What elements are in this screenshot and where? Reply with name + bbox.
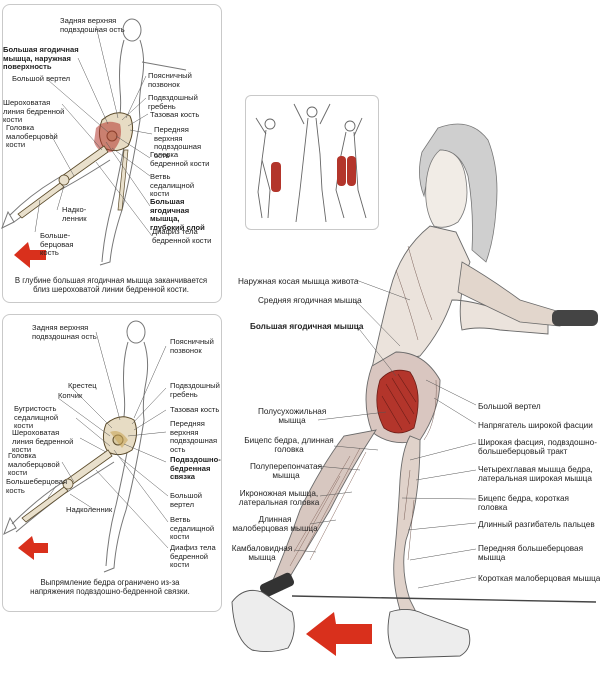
- panel-top-illustration: [1, 18, 187, 268]
- label-semitendinosus: Полусухожильная мышца: [258, 407, 327, 426]
- label-semimembranosus: Полуперепончатая мышца: [249, 462, 323, 481]
- label-top-rough-line: Шероховатая линия бедренной кости: [3, 98, 65, 125]
- label-mid-greater-trochanter: Большой вертел: [170, 491, 202, 509]
- label-top-fibula-head: Головка малоберцовой кости: [6, 123, 58, 150]
- cable-handle: [552, 310, 598, 326]
- label-gluteus-maximus: Большая ягодичная мышца: [250, 322, 364, 331]
- thumbnail-figures: [245, 95, 379, 230]
- gluteus-maximus-highlight: [376, 369, 419, 434]
- label-top-pelvic-bone: Тазовая кость: [150, 110, 200, 119]
- label-biceps-short: Бицепс бедра, короткая головка: [478, 494, 569, 513]
- label-gastrocnemius-lateral: Икроножная мышца, латеральная головка: [238, 489, 320, 508]
- label-mid-pelvic-bone: Тазовая кость: [170, 405, 220, 414]
- caption-top: В глубине большая ягодичная мышца заканч…: [14, 276, 208, 295]
- label-top-iliac-crest: Подвздошный гребень: [148, 93, 198, 111]
- direction-arrow-main: [306, 612, 372, 656]
- label-mid-rough-line: Шероховатая линия бедренной кости: [12, 428, 74, 455]
- label-peroneus-longus: Длинная малоберцовая мышца: [232, 515, 318, 534]
- label-iliotibial-tract: Широкая фасция, подвздошно-большеберцовы…: [478, 438, 597, 457]
- label-mid-posterior-iliac-spine: Задняя верхняя подвздошная ость: [32, 323, 97, 341]
- label-top-lumbar-vertebra: Поясничный позвонок: [148, 71, 192, 89]
- label-mid-ischial-tuberosity: Бугристость седалищной кости: [14, 404, 59, 431]
- label-top-anterior-iliac-spine: Передняя верхняя подвздошная ость: [154, 125, 202, 160]
- label-mid-iliofemoral-ligament: Подвздошно-бедренная связка: [170, 455, 221, 482]
- label-mid-femur-shaft: Диафиз тела бедренной кости: [170, 543, 216, 570]
- label-top-ischium-branch: Ветвь седалищной кости: [150, 172, 195, 199]
- label-top-greater-trochanter: Большой вертел: [12, 74, 71, 83]
- label-gluteus-medius: Средняя ягодичная мышца: [258, 296, 362, 305]
- label-mid-fibula-head: Головка малоберцовой кости: [8, 451, 60, 478]
- ankle-strap: [259, 572, 295, 598]
- label-soleus: Камбаловидная мышца: [231, 544, 293, 563]
- label-mid-patella: Надколенник: [66, 505, 113, 514]
- label-mid-sacrum: Крестец: [68, 381, 97, 390]
- cable-line: [291, 595, 597, 603]
- label-top-patella: Надко-ленник: [62, 205, 87, 223]
- label-mid-anterior-iliac-spine: Передняя верхняя подвздошная ость: [170, 419, 218, 454]
- hair-shape: [419, 123, 498, 263]
- label-top-gluteus-deep: Большая ягодичная мышца, глубокий слой: [150, 197, 205, 232]
- label-greater-trochanter-main: Большой вертел: [478, 402, 541, 411]
- label-biceps-long: Бицепс бедра, длинная головка: [244, 436, 334, 455]
- label-top-tibia: Больше-берцовая кость: [40, 231, 74, 258]
- label-mid-coccyx: Копчик: [58, 391, 83, 400]
- ligament-mid: [110, 431, 128, 448]
- front-shoe: [387, 609, 471, 659]
- gluteus-muscle-top: [94, 121, 121, 153]
- label-mid-iliac-crest: Подвздошный гребень: [170, 381, 220, 399]
- caption-mid: Выпрямление бедра ограничено из-за напря…: [30, 578, 190, 597]
- label-top-posterior-iliac-spine: Задняя верхняя подвздошная ость: [60, 16, 125, 34]
- label-top-gluteus-surface: Большая ягодичная мышца, наружная поверх…: [3, 45, 79, 72]
- label-tensor-fasciae-latae: Напрягатель широкой фасции: [478, 421, 593, 430]
- label-peroneus-brevis: Короткая малоберцовая мышца: [478, 574, 600, 583]
- face-outline: [425, 149, 468, 228]
- label-external-oblique: Наружная косая мышца живота: [238, 277, 359, 286]
- direction-arrow-mid: [18, 536, 48, 560]
- label-mid-tibia: Большеберцовая кость: [6, 477, 68, 495]
- direction-arrow-top: [14, 242, 46, 268]
- label-tibialis-anterior: Передняя большеберцовая мышца: [478, 544, 584, 563]
- label-top-femur-shaft: Диафиз тела бедренной кости: [152, 227, 212, 245]
- torso-outline: [371, 225, 549, 369]
- back-shoe: [231, 589, 295, 653]
- label-mid-lumbar-vertebra: Поясничный позвонок: [170, 337, 214, 355]
- front-leg-outline: [393, 435, 421, 623]
- label-top-femur-head: Головка бедренной кости: [150, 150, 210, 168]
- label-extensor-digitorum: Длинный разгибатель пальцев: [478, 520, 595, 529]
- panel-mid-illustration: [3, 320, 169, 573]
- label-mid-ischium-branch: Ветвь седалищной кости: [170, 515, 215, 542]
- label-quadriceps: Четырехглавая мышца бедра, латеральная ш…: [478, 465, 593, 484]
